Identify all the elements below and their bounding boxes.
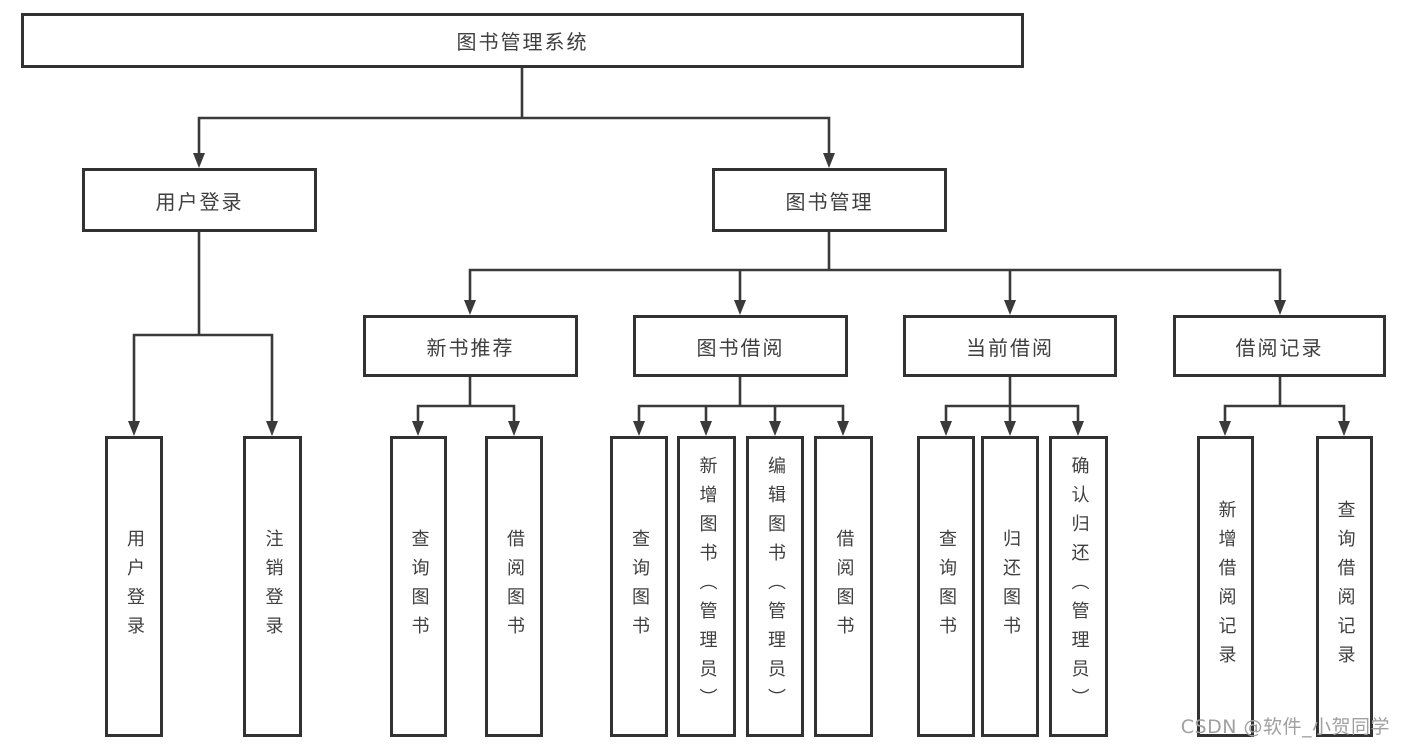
leaf-query-borrow-record: 查询借阅记录 [1316, 436, 1373, 737]
leaf-borrow-books: 借阅图书 [814, 436, 873, 737]
node-borrow-records: 借阅记录 [1173, 315, 1386, 377]
node-book-borrow: 图书借阅 [633, 315, 848, 377]
node-user-login: 用户登录 [82, 168, 317, 232]
csdn-watermark: CSDN @软件_小贺同学 [1180, 716, 1390, 738]
leaf-edit-books-admin: 编辑图书（管理员） [746, 436, 804, 737]
leaf-user-login: 用户登录 [105, 436, 163, 737]
leaf-return-books: 归还图书 [981, 436, 1039, 737]
node-library-management-system: 图书管理系统 [21, 13, 1024, 68]
leaf-borrow-books-recommend: 借阅图书 [485, 436, 543, 737]
connector-book-borrow-to-leaves [633, 375, 849, 436]
leaf-query-books-borrow: 查询图书 [610, 436, 668, 737]
leaf-add-books-admin: 新增图书（管理员） [677, 436, 736, 737]
leaf-query-books-recommend: 查询图书 [390, 436, 447, 737]
connector-book-management-to-modules [464, 230, 1286, 315]
node-new-book-recommend: 新书推荐 [363, 315, 578, 377]
connector-root-to-branches [193, 66, 835, 168]
node-current-borrow: 当前借阅 [903, 315, 1117, 377]
connector-current-borrow-to-leaves [940, 375, 1084, 436]
leaf-query-books-current: 查询图书 [917, 436, 975, 737]
node-book-management: 图书管理 [712, 168, 947, 232]
connector-new-book-recommend-to-leaves [412, 375, 520, 436]
leaf-add-borrow-record: 新增借阅记录 [1197, 436, 1254, 737]
connector-borrow-records-to-leaves [1219, 375, 1350, 436]
leaf-logout: 注销登录 [243, 436, 302, 737]
leaf-confirm-return-admin: 确认归还（管理员） [1049, 436, 1108, 737]
connector-user-login-to-leaves [128, 230, 278, 436]
